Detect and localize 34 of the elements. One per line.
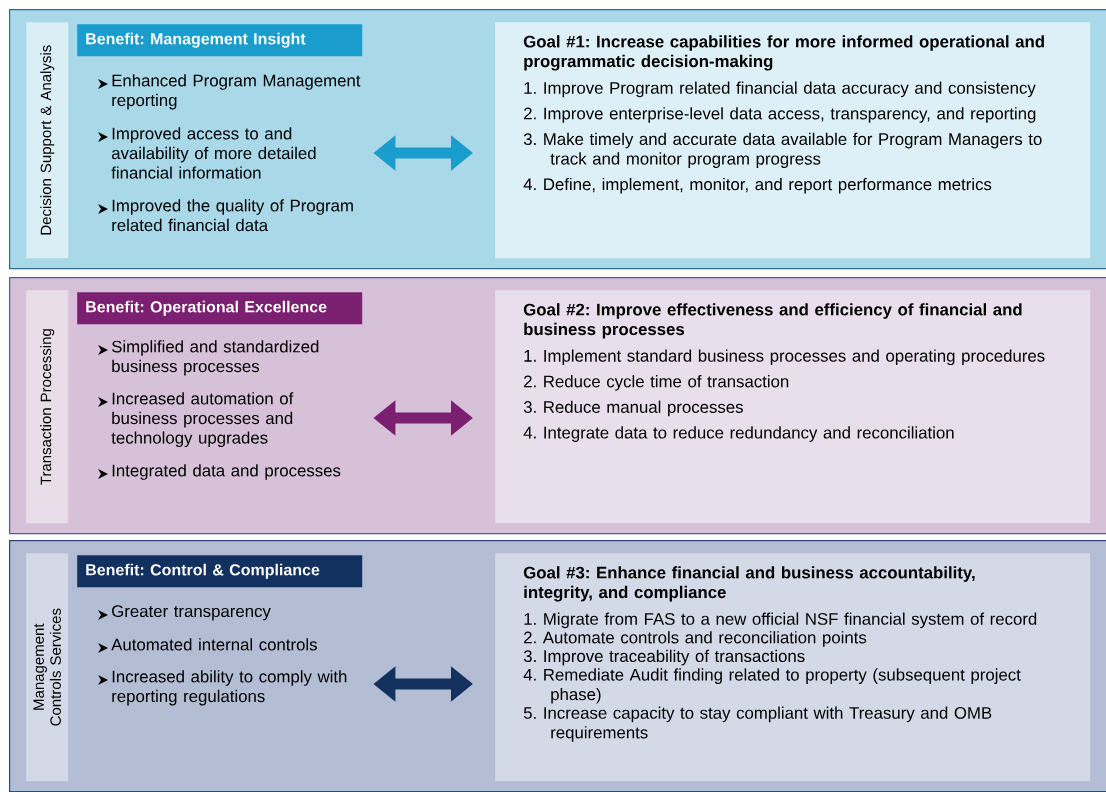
goal-heading: Goal #2: Improve effectiveness and efficiency of financial and business processes xyxy=(523,303,1022,339)
list-item: 4. Integrate data to reduce redundancy and reconciliation xyxy=(523,426,954,442)
benefit-header: Benefit: Management Insight xyxy=(77,24,363,57)
side-label: Transaction Processing xyxy=(26,290,69,524)
list-item: 4. Define, implement, monitor, and report performance metrics xyxy=(523,177,992,194)
list-item: 3. Make timely and accurate data available for Program Managers to track and monitor program progress xyxy=(523,132,1042,168)
list-item: 2. Automate controls and reconciliation points xyxy=(524,631,867,647)
benefit-header: Benefit: Control & Compliance xyxy=(77,555,363,588)
bullet-text: Increased automation of business processes and technology upgrades xyxy=(111,392,294,448)
list-item: 5. Increase capacity to stay compliant with Treasury and OMB requirements xyxy=(523,706,992,742)
list-item: 3. Improve traceability of transactions xyxy=(523,649,805,666)
goal-heading: Goal #3: Enhance financial and business accountability, integrity, and compliance xyxy=(523,566,975,602)
goal-heading: Goal #1: Increase capabilities for more informed operational and programmatic decision-making xyxy=(523,35,1044,71)
bullet-text: Improved the quality of Program related financial data xyxy=(112,199,353,232)
list-item: 2. Improve enterprise-level data access, transparency, and reporting xyxy=(524,107,1036,123)
list-item: 1. Improve Program related financial data accuracy and consistency xyxy=(524,81,1036,98)
bullet-text: Enhanced Program Management reporting xyxy=(112,74,361,110)
list-item: 1. Migrate from FAS to a new official NSF financial system of record xyxy=(524,612,1037,629)
side-label: Management Controls Services xyxy=(26,553,69,782)
list-item: 1. Implement standard business processes and operating procedures xyxy=(524,349,1045,366)
bullet-text: Automated internal controls xyxy=(111,638,317,651)
side-label: Decision Support & Analysis xyxy=(26,22,69,259)
benefit-header: Benefit: Operational Excellence xyxy=(77,292,363,325)
list-item: 4. Remediate Audit finding related to property (subsequent project phase) xyxy=(523,668,1021,704)
list-item: 3. Reduce manual processes xyxy=(523,400,743,417)
goal-box xyxy=(495,553,1091,782)
bullet-text: Integrated data and processes xyxy=(112,464,341,480)
goal-box xyxy=(495,22,1091,259)
bullet-text: Improved access to and availability of more detailed financial information xyxy=(111,127,316,179)
goal-box xyxy=(495,290,1091,524)
list-item: 2. Reduce cycle time of transaction xyxy=(524,375,789,391)
bullet-text: Greater transparency xyxy=(112,605,271,621)
bullet-text: Simplified and standardized business processes xyxy=(112,340,319,376)
bullet-text: Increased ability to comply with reporting regulations xyxy=(112,670,347,706)
